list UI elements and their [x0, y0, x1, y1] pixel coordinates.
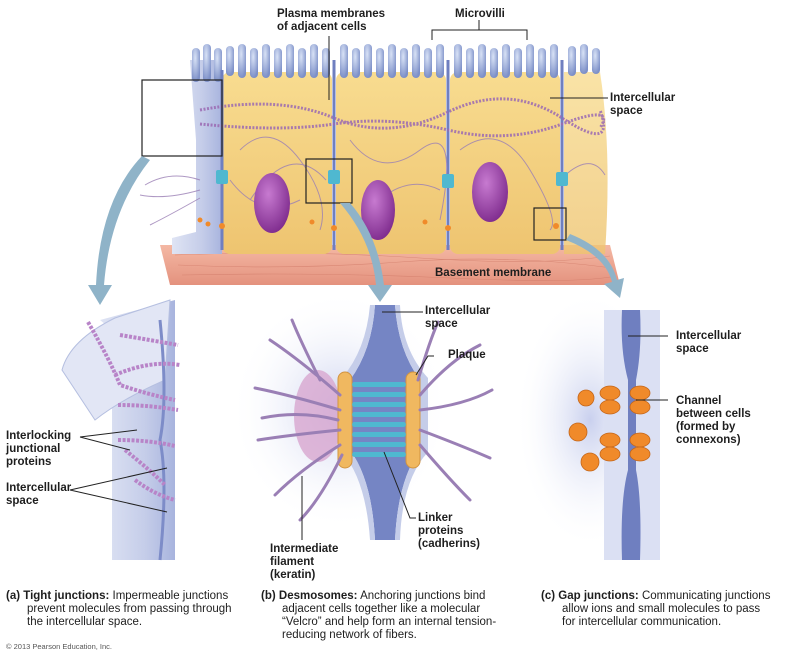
cutaway-membrane: [172, 60, 222, 254]
zoom-box-tight: [141, 79, 223, 157]
caption-title: Tight junctions:: [23, 590, 110, 602]
cell-1: [222, 72, 332, 254]
connexons: [568, 385, 651, 472]
caption-title: Desmosomes:: [278, 590, 358, 602]
caption-line: reducing network of fibers.: [282, 629, 417, 641]
plaque: [337, 371, 353, 469]
caption-line: prevent molecules from passing through: [27, 603, 232, 615]
label-plaque: Plaque: [448, 349, 486, 361]
label-intercellular-space-c: Intercellular space: [676, 330, 741, 356]
callout-arrows: [88, 156, 624, 305]
label-line: junctional: [6, 443, 61, 455]
label-line: Intercellular: [676, 330, 742, 342]
copyright-notice: © 2013 Pearson Education, Inc.: [6, 642, 113, 651]
caption-line: Communicating junctions: [641, 590, 771, 602]
label-linker-proteins: Linker proteins (cadherins): [418, 512, 480, 551]
label-line: space: [610, 105, 643, 117]
arrow-c-icon: [566, 234, 624, 298]
label-line: (keratin): [270, 569, 316, 581]
caption-title: Gap junctions:: [558, 590, 639, 602]
caption-line: Anchoring junctions bind: [360, 590, 486, 602]
label-intercellular-space-top: Intercellular space: [610, 92, 675, 118]
caption-line: adjacent cells together like a molecular: [282, 603, 481, 615]
label-interlocking-proteins: Interlocking junctional proteins: [6, 430, 71, 469]
linker-proteins: [352, 382, 406, 457]
caption-b: (b) Desmosomes: Anchoring junctions bind…: [261, 590, 536, 642]
microvilli: [192, 44, 600, 82]
caption-line: Impermeable junctions: [112, 590, 229, 602]
label-line: Interlocking: [6, 430, 72, 442]
caption-letter: (c): [541, 590, 556, 602]
basement-membrane: [160, 245, 620, 285]
arrow-b-icon: [340, 203, 392, 302]
label-line: (cadherins): [418, 538, 480, 550]
label-line: Intercellular: [6, 482, 72, 494]
label-line: between cells: [676, 408, 751, 420]
label-intercellular-space-a: Intercellular space: [6, 482, 71, 508]
label-microvilli: Microvilli: [455, 8, 505, 20]
label-intercellular-space-b: Intercellular space: [425, 305, 490, 331]
label-line: Channel: [676, 395, 722, 407]
caption-line: the intercellular space.: [27, 616, 143, 628]
panel-b-desmosome: [230, 290, 494, 540]
label-line: Linker: [418, 512, 453, 524]
label-intermediate-filament: Intermediate filament (keratin): [270, 543, 338, 582]
label-line: space: [425, 318, 458, 330]
zoom-box-desmosome: [305, 158, 353, 204]
caption-a: (a) Tight junctions: Impermeable junctio…: [6, 590, 256, 629]
label-line: proteins: [6, 456, 52, 468]
zoom-box-gap: [533, 207, 567, 241]
caption-line: allow ions and small molecules to pass: [562, 603, 761, 615]
label-line: Intermediate: [270, 543, 339, 555]
label-line: Intercellular: [425, 305, 491, 317]
panel-a-tight-junction: [61, 299, 181, 561]
panel-c-gap-junction: [515, 290, 668, 560]
caption-line: for intercellular communication.: [562, 616, 722, 628]
caption-c: (c) Gap junctions: Communicating junctio…: [541, 590, 799, 629]
caption-line: “Velcro” and help form an internal tensi…: [282, 616, 497, 628]
label-line: connexons): [676, 434, 741, 446]
epithelial-tissue: [139, 20, 620, 285]
caption-letter: (b): [261, 590, 276, 602]
intercellular-space-lines: [220, 60, 564, 250]
label-line: (formed by: [676, 421, 736, 433]
nucleus: [472, 162, 508, 222]
label-line: space: [6, 495, 39, 507]
label-line: filament: [270, 556, 315, 568]
label-basement-membrane: Basement membrane: [435, 267, 552, 279]
nucleus: [361, 180, 395, 240]
label-line: of adjacent cells: [277, 21, 367, 33]
plaque: [405, 371, 421, 469]
nucleus: [254, 173, 290, 233]
label-channel: Channel between cells (formed by connexo…: [676, 395, 751, 447]
cell-4: [564, 72, 608, 254]
label-line: space: [676, 343, 709, 355]
arrow-a-icon: [88, 156, 150, 305]
label-line: Plasma membranes: [277, 8, 386, 20]
label-plasma-membranes: Plasma membranes of adjacent cells: [277, 8, 385, 34]
caption-letter: (a): [6, 590, 21, 602]
label-line: proteins: [418, 525, 464, 537]
label-line: Intercellular: [610, 92, 676, 104]
